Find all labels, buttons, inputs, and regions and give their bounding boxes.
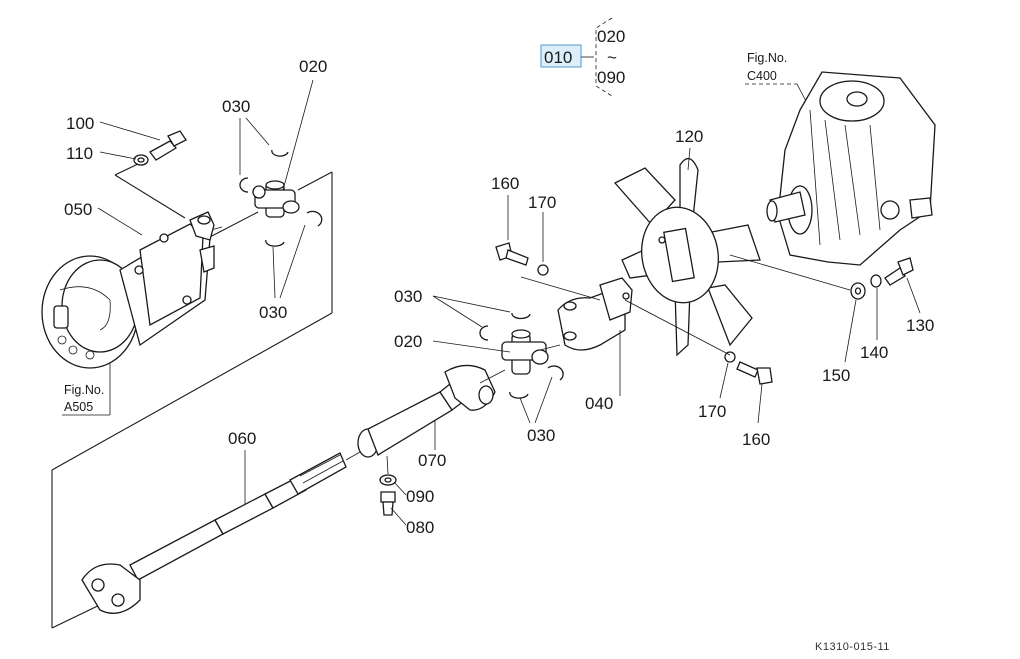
callout-050[interactable]: 050 — [64, 200, 92, 219]
svg-text:C400: C400 — [747, 69, 777, 83]
figure-ref-c400[interactable]: Fig.No. C400 — [745, 51, 809, 106]
callout-030-top-b[interactable]: 030 — [259, 303, 287, 322]
yoke-040[interactable] — [557, 277, 633, 351]
callout-040[interactable]: 040 — [585, 394, 613, 413]
washer-170-bottom[interactable] — [724, 351, 736, 363]
washer-090[interactable] — [379, 474, 397, 486]
svg-text:Fig.No.: Fig.No. — [64, 383, 104, 397]
snap-ring-030[interactable] — [239, 149, 323, 247]
frame-lines — [51, 162, 333, 629]
spring-washer-140[interactable] — [870, 274, 882, 288]
leader-lines — [97, 79, 921, 526]
bolt-160-top[interactable] — [495, 242, 529, 266]
callout-030-top-a[interactable]: 030 — [222, 97, 250, 116]
callout-170-top[interactable]: 170 — [528, 193, 556, 212]
callout-120[interactable]: 120 — [675, 127, 703, 146]
assembly-group: 010 020 ~ 090 — [540, 17, 625, 97]
callout-110[interactable]: 110 — [66, 144, 93, 163]
washer-110[interactable] — [133, 154, 149, 166]
shaft-060[interactable] — [81, 452, 347, 614]
callout-100[interactable]: 100 — [66, 114, 94, 133]
range-separator: ~ — [607, 48, 617, 67]
callout-030-mid-a[interactable]: 030 — [394, 287, 422, 306]
gearbox-c400[interactable] — [766, 71, 936, 266]
callout-150[interactable]: 150 — [822, 366, 850, 385]
callout-160-top[interactable]: 160 — [491, 174, 519, 193]
range-start: 020 — [597, 27, 625, 46]
callout-130[interactable]: 130 — [906, 316, 934, 335]
selected-part-highlight[interactable] — [540, 44, 582, 68]
universal-joint-020-mid[interactable] — [501, 329, 549, 375]
callout-160-bottom[interactable]: 160 — [742, 430, 770, 449]
svg-text:A505: A505 — [64, 400, 93, 414]
pump-housing-050[interactable] — [41, 211, 215, 369]
snap-ring-030[interactable] — [479, 312, 564, 399]
grease-nipple-080[interactable] — [380, 491, 396, 516]
callouts: 100 110 050 020 030 030 160 170 120 030 … — [64, 57, 934, 537]
washer-170-top[interactable] — [537, 264, 549, 276]
bolt-160-bottom[interactable] — [736, 361, 773, 385]
bolt-100[interactable] — [149, 130, 187, 161]
callout-090[interactable]: 090 — [406, 487, 434, 506]
callout-020-top[interactable]: 020 — [299, 57, 327, 76]
callout-060[interactable]: 060 — [228, 429, 256, 448]
callout-140[interactable]: 140 — [860, 343, 888, 362]
selected-part-number[interactable]: 010 — [544, 48, 572, 67]
fan-120[interactable] — [613, 158, 761, 357]
universal-joint-020-top[interactable] — [252, 180, 300, 218]
callout-030-mid-b[interactable]: 030 — [527, 426, 555, 445]
bolt-130[interactable] — [884, 257, 914, 286]
washer-150[interactable] — [850, 282, 866, 300]
figure-ref-a505[interactable]: Fig.No. A505 — [62, 360, 111, 416]
range-end: 090 — [597, 68, 625, 87]
yoke-tube-070[interactable] — [357, 364, 496, 458]
callout-170-bottom[interactable]: 170 — [698, 402, 726, 421]
callout-020-mid[interactable]: 020 — [394, 332, 422, 351]
callout-070[interactable]: 070 — [418, 451, 446, 470]
drawing-code: K1310-015-11 — [815, 641, 890, 653]
svg-text:Fig.No.: Fig.No. — [747, 51, 787, 65]
callout-080[interactable]: 080 — [406, 518, 434, 537]
